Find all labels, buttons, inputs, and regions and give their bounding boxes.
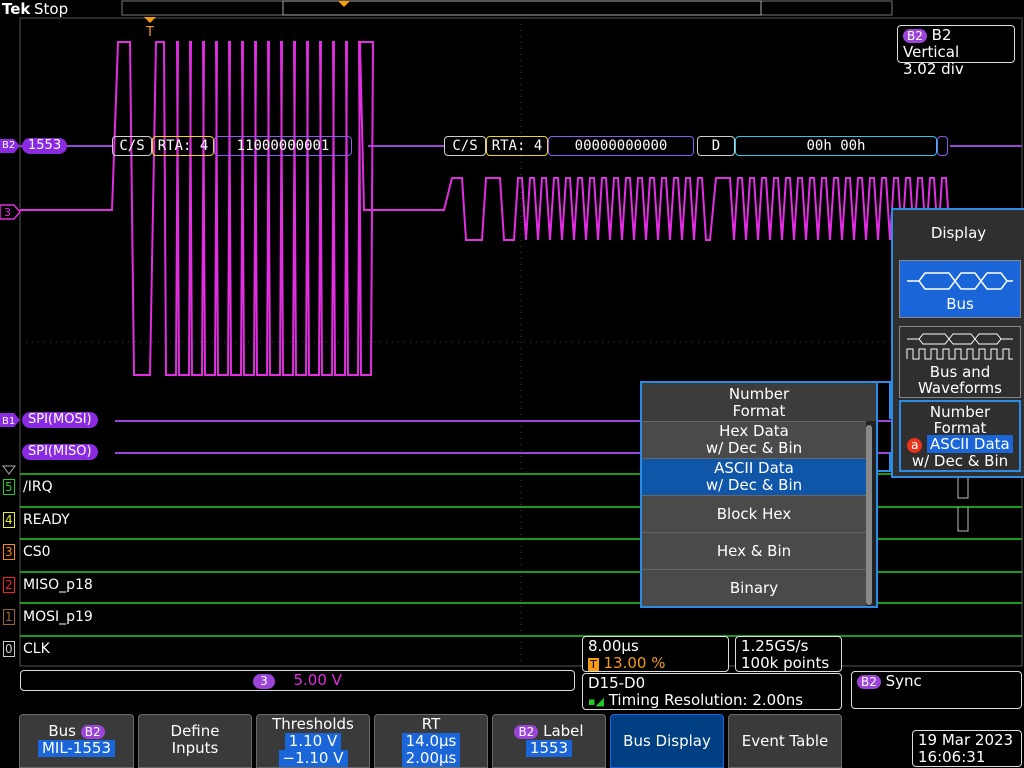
rt-button[interactable]: RT 14.0µs 2.00µs	[374, 714, 488, 768]
format-binary[interactable]: Binary	[642, 569, 866, 606]
bus-option-label: Bus	[946, 295, 974, 313]
trigger-position: 13.00 %	[603, 654, 666, 672]
bus-menu-button[interactable]: Bus B2 MIL-1553	[19, 714, 134, 768]
trigger-type: Sync	[885, 672, 922, 690]
trigger-readout[interactable]: B2 Sync	[851, 671, 1022, 709]
d1-label: MOSI_p19	[23, 609, 93, 625]
bus-icon	[907, 272, 1013, 290]
trigger-position-marker: T	[145, 25, 154, 40]
rt-value-2: 2.00µs	[401, 750, 461, 767]
decode-end	[937, 136, 948, 156]
decode-d: D	[697, 136, 735, 156]
sample-rate: 1.25GS/s	[741, 637, 809, 655]
digital-icon: ▪◢	[588, 695, 604, 708]
thresholds-button[interactable]: Thresholds 1.10 V −1.10 V	[256, 714, 370, 768]
nf-title: Number Format	[929, 403, 991, 437]
vertical-position-readout: B2 B2 Vertical 3.02 div	[897, 25, 1015, 78]
date-time-readout: 19 Mar 2023 16:06:31	[912, 730, 1022, 767]
event-table-button[interactable]: Event Table	[728, 714, 842, 768]
d5-label: /IRQ	[23, 479, 53, 495]
number-format-scrollbar[interactable]	[866, 425, 872, 605]
display-bus-waveforms-button[interactable]: Bus and Waveforms	[899, 326, 1021, 398]
thresholds-label: Thresholds	[272, 715, 354, 733]
multipurpose-knob-a-icon: a	[907, 438, 923, 453]
time: 16:06:31	[918, 748, 986, 766]
format-hex-bin[interactable]: Hex & Bin	[642, 532, 866, 569]
run-state: Stop	[34, 0, 69, 18]
decode-rta-1: RTA: 4	[152, 136, 214, 156]
decode-cs-1: C/S	[112, 136, 152, 156]
ch3-marker[interactable]: 3	[4, 206, 11, 219]
d3-marker: 3	[3, 544, 15, 560]
brand-logo: Tek	[2, 0, 31, 18]
record-length: 100k points	[741, 654, 830, 672]
bus-menu-label: Bus	[48, 722, 76, 740]
bus-menu-value: MIL-1553	[37, 740, 116, 757]
b1-marker: B1	[2, 416, 16, 427]
decode-cs-2: C/S	[444, 136, 486, 156]
d3-label: CS0	[23, 544, 51, 560]
d1-marker: 1	[3, 609, 15, 625]
threshold-2: −1.10 V	[278, 750, 348, 767]
define-inputs-button[interactable]: Define Inputs	[138, 714, 252, 768]
timing-resolution: Timing Resolution: 2.00ns	[608, 691, 804, 709]
number-format-button[interactable]: Number Format a ASCII Data w/ Dec & Bin	[899, 400, 1021, 472]
rt-label: RT	[421, 715, 441, 733]
menu-connector-bottom	[878, 452, 891, 472]
display-side-panel: Display Bus Bus and Waveforms Number For…	[891, 208, 1024, 478]
define-line1: Define	[170, 722, 220, 740]
digital-readout[interactable]: D15-D0 ▪◢ Timing Resolution: 2.00ns	[582, 673, 842, 710]
number-format-header: Number Format	[642, 383, 876, 421]
bus-channel-marker: B2	[2, 140, 16, 151]
d2-label: MISO_p18	[23, 577, 93, 593]
spi-mosi-label[interactable]: SPI(MOSI)	[22, 412, 98, 428]
label-value: 1553	[525, 740, 573, 757]
format-block-hex[interactable]: Block Hex	[642, 495, 866, 532]
decode-rta-2: RTA: 4	[486, 136, 548, 156]
label-badge: B2	[514, 725, 539, 739]
bus-wave-option-label: Bus and Waveforms	[918, 363, 1002, 397]
threshold-1: 1.10 V	[284, 733, 342, 750]
decode-hex: 00h 00h	[735, 136, 937, 156]
display-bus-button[interactable]: Bus	[899, 260, 1021, 318]
format-hex-dec-bin[interactable]: Hex Data w/ Dec & Bin	[642, 421, 866, 458]
trigger-icon: T	[588, 658, 599, 671]
trigger-bus-badge: B2	[857, 675, 881, 689]
label-button[interactable]: B2 Label 1553	[492, 714, 606, 768]
d4-label: READY	[23, 512, 70, 528]
number-format-menu[interactable]: Number Format Hex Data w/ Dec & Bin ASCI…	[640, 381, 878, 608]
d4-marker: 4	[3, 512, 15, 528]
nf-current-value-2: w/ Dec & Bin	[911, 452, 1009, 470]
date: 19 Mar 2023	[918, 731, 1014, 749]
vertical-value: 3.02 div	[903, 60, 964, 78]
decode-data-2: 00000000000	[548, 136, 694, 156]
format-ascii-dec-bin[interactable]: ASCII Data w/ Dec & Bin	[642, 458, 866, 495]
d2-marker: 2	[3, 577, 15, 593]
vertical-label: B2 Vertical	[903, 26, 960, 61]
d0-marker: 0	[3, 641, 15, 657]
bus-display-button[interactable]: Bus Display	[610, 714, 724, 768]
nf-current-value: ASCII Data	[927, 435, 1013, 453]
ch3-scale: 5.00 V	[293, 671, 342, 689]
d5-marker: 5	[3, 479, 15, 495]
horizontal-scale: 8.00µs	[588, 637, 639, 655]
bus-badge: B2	[903, 29, 927, 43]
decode-data-1: 11000000001	[214, 136, 352, 156]
display-title: Display	[930, 224, 987, 242]
define-line2: Inputs	[171, 739, 219, 757]
rt-value-1: 14.0µs	[401, 733, 461, 750]
spi-miso-label[interactable]: SPI(MISO)	[22, 444, 98, 460]
menu-connector	[878, 381, 891, 419]
acquisition-readout[interactable]: 1.25GS/s 100k points	[735, 636, 842, 672]
bus-menu-badge: B2	[80, 725, 105, 739]
ch3-badge: 3	[253, 674, 275, 689]
bus-waveform-icon	[906, 333, 1013, 360]
horizontal-readout[interactable]: 8.00µs T 13.00 %	[582, 636, 729, 672]
digital-channels: D15-D0	[588, 674, 646, 692]
ch3-scale-readout[interactable]: 3 5.00 V	[20, 670, 575, 691]
bus-label[interactable]: 1553	[22, 138, 68, 154]
label-label: Label	[543, 722, 584, 740]
d0-label: CLK	[23, 641, 50, 657]
